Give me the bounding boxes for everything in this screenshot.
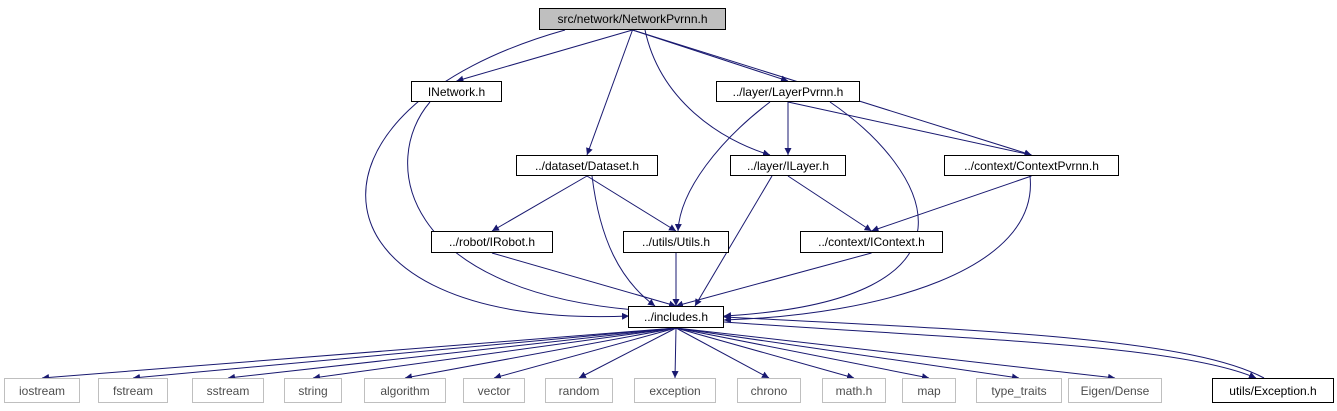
- edge-includes-to-random: [578, 327, 677, 379]
- edge-utils-exception-to-includes: [723, 313, 1265, 379]
- edge-irobot-to-includes: [491, 252, 677, 308]
- node-icontext[interactable]: ../context/IContext.h: [800, 231, 943, 253]
- edge-includes-to-math: [675, 327, 855, 380]
- edge-network-pvrnn-to-dataset: [586, 29, 633, 156]
- edge-inetwork-to-includes: [407, 101, 636, 313]
- edge-context-pvrnn-to-includes: [723, 175, 1031, 324]
- node-chrono[interactable]: chrono: [737, 378, 801, 403]
- edge-includes-to-exception: [671, 327, 679, 379]
- node-sstream[interactable]: sstream: [192, 378, 264, 403]
- edge-includes-to-type-traits: [675, 327, 1020, 381]
- edge-includes-to-iostream: [41, 327, 677, 381]
- node-context-pvrnn[interactable]: ../context/ContextPvrnn.h: [944, 155, 1119, 176]
- edge-ilayer-to-icontext: [787, 175, 872, 232]
- edge-layer-pvrnn-to-utils: [674, 101, 771, 232]
- node-layer-pvrnn[interactable]: ../layer/LayerPvrnn.h: [716, 81, 860, 102]
- node-exception[interactable]: exception: [634, 378, 716, 403]
- edge-icontext-to-includes: [675, 252, 872, 308]
- edge-includes-to-vector: [493, 327, 677, 380]
- node-vector[interactable]: vector: [463, 378, 525, 403]
- node-type-traits[interactable]: type_traits: [976, 378, 1062, 403]
- edge-includes-to-chrono: [675, 327, 770, 379]
- node-utils[interactable]: ../utils/Utils.h: [623, 231, 729, 253]
- node-math-h[interactable]: math.h: [822, 378, 886, 403]
- node-eigen-dense[interactable]: Eigen/Dense: [1068, 378, 1162, 403]
- edge-layer-pvrnn-to-context-pvrnn: [787, 101, 1032, 157]
- edge-dataset-to-utils: [586, 175, 677, 232]
- node-dataset[interactable]: ../dataset/Dataset.h: [516, 155, 658, 176]
- node-utils-exception[interactable]: utils/Exception.h: [1212, 378, 1334, 403]
- node-ilayer[interactable]: ../layer/ILayer.h: [730, 155, 846, 176]
- edge-network-pvrnn-to-inetwork: [456, 29, 633, 83]
- edge-includes-to-fstream: [132, 327, 677, 381]
- node-inetwork[interactable]: INetwork.h: [411, 81, 502, 102]
- edge-network-pvrnn-to-includes: [365, 29, 630, 320]
- node-irobot[interactable]: ../robot/IRobot.h: [431, 231, 553, 253]
- node-includes[interactable]: ../includes.h: [628, 306, 724, 328]
- edge-network-pvrnn-to-ilayer: [644, 29, 771, 157]
- edge-includes-to-algorithm: [404, 327, 677, 381]
- edge-includes-to-string: [312, 327, 677, 381]
- edge-context-pvrnn-to-icontext: [871, 175, 1032, 233]
- edge-includes-to-utils-exception: [723, 321, 1257, 379]
- edge-includes-to-eigen-dense: [675, 327, 1116, 381]
- node-string[interactable]: string: [284, 378, 342, 403]
- node-algorithm[interactable]: algorithm: [364, 378, 446, 403]
- edge-dataset-to-irobot: [491, 175, 588, 232]
- node-fstream[interactable]: fstream: [98, 378, 168, 403]
- edge-layer-pvrnn-to-includes: [723, 101, 919, 320]
- node-network-pvrnn[interactable]: src/network/NetworkPvrnn.h: [539, 8, 726, 30]
- edge-includes-to-sstream: [227, 327, 677, 381]
- edge-includes-to-map: [675, 327, 930, 381]
- node-random[interactable]: random: [545, 378, 613, 403]
- node-iostream[interactable]: iostream: [4, 378, 80, 403]
- node-map[interactable]: map: [902, 378, 956, 403]
